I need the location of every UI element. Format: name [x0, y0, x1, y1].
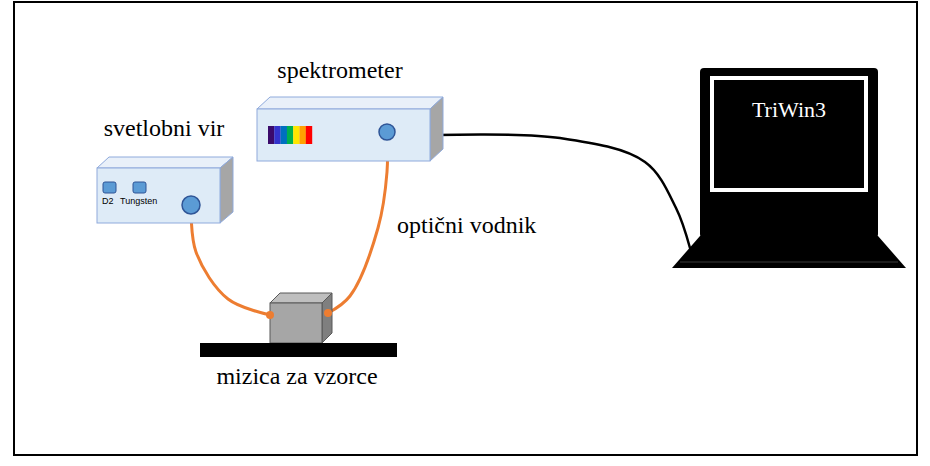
spectrum-stripe [300, 126, 306, 144]
spectrum-stripe [274, 126, 280, 144]
sample-table: mizica za vzorce [200, 293, 397, 357]
frame-border [14, 2, 917, 455]
sample-table-shape [200, 293, 397, 357]
spectrum-stripe [287, 126, 293, 144]
spectrum-stripe [293, 126, 299, 144]
lamp-label: D2 [102, 197, 114, 207]
spectrometer-box: spektrometer [257, 97, 443, 161]
light-source-box-shape [97, 157, 233, 223]
software-name: TriWin3 [752, 98, 826, 122]
component-heading: svetlobni vir [104, 115, 225, 141]
spectrum-stripe [281, 126, 287, 144]
lamp-label: Tungsten [120, 197, 157, 207]
component-heading: mizica za vzorce [216, 363, 377, 389]
component-heading: spektrometer [277, 57, 402, 83]
laptop-screen: TriWin3 [670, 68, 908, 270]
spectrum-stripe [306, 126, 312, 144]
light-source-box: svetlobni virD2Tungsten [97, 157, 233, 223]
spectrometer-box-shape [257, 97, 443, 161]
spectrum-stripe [268, 126, 274, 144]
fiber-label: optični vodnik [395, 212, 538, 238]
